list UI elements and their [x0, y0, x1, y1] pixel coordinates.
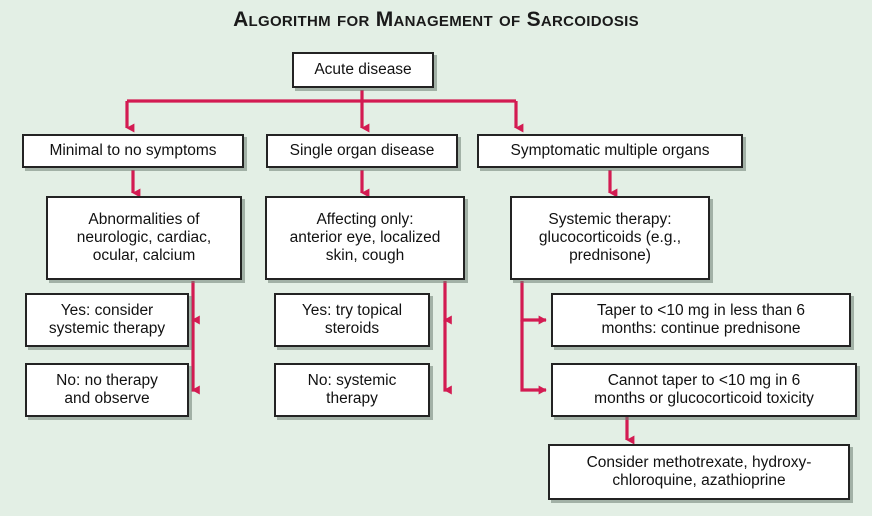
node-single-organ-disease[interactable]: Single organ disease	[266, 134, 458, 168]
edge-abnormalities-to-no	[191, 320, 200, 395]
node-consider-methotrexate[interactable]: Consider methotrexate, hydroxy- chloroqu…	[548, 444, 850, 500]
node-no-therapy-and-observe[interactable]: No: no therapy and observe	[25, 363, 189, 417]
node-cannot-taper[interactable]: Cannot taper to <10 mg in 6 months or gl…	[551, 363, 857, 417]
node-affecting-only[interactable]: Affecting only: anterior eye, localized …	[265, 196, 465, 280]
edge-systemic-to-cannot-taper	[520, 320, 547, 395]
node-yes-try-topical-steroids[interactable]: Yes: try topical steroids	[274, 293, 430, 347]
node-abnormalities[interactable]: Abnormalities of neurologic, cardiac, oc…	[46, 196, 242, 280]
node-no-systemic-therapy[interactable]: No: systemic therapy	[274, 363, 430, 417]
node-yes-consider-systemic-therapy[interactable]: Yes: consider systemic therapy	[25, 293, 189, 347]
node-minimal-to-no-symptoms[interactable]: Minimal to no symptoms	[22, 134, 244, 168]
node-systemic-therapy[interactable]: Systemic therapy: glucocorticoids (e.g.,…	[510, 196, 710, 280]
edge-affecting-to-no	[443, 320, 452, 395]
edge-affecting-to-yes	[443, 281, 452, 325]
node-symptomatic-multiple-organs[interactable]: Symptomatic multiple organs	[477, 134, 743, 168]
node-acute-disease[interactable]: Acute disease	[292, 52, 434, 88]
edge-systemic-to-taper	[520, 281, 547, 325]
page-title: Algorithm for Management of Sarcoidosis	[233, 8, 639, 31]
edge-abnormalities-to-yes	[191, 281, 200, 325]
node-taper-to-under-10mg[interactable]: Taper to <10 mg in less than 6 months: c…	[551, 293, 851, 347]
